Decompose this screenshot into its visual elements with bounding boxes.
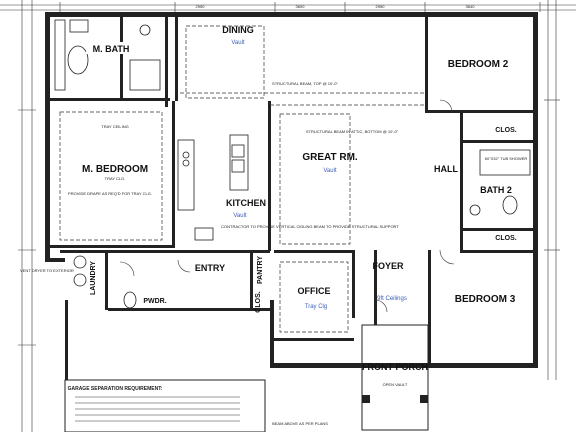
room-closet-lower-label: CLOS. (495, 235, 516, 242)
room-office-tag: Tray Clg (305, 304, 327, 310)
dining-tray-outline (185, 25, 265, 99)
m-bath-fixtures (54, 19, 161, 91)
front-porch (361, 324, 429, 431)
room-great-rm-label: GREAT RM. (302, 152, 358, 163)
room-great-rm-tag: Vault (323, 168, 337, 174)
shower-note: 60"X32" TUB SHOWER (485, 156, 528, 161)
room-m-bedroom-label: M. BEDROOM (82, 164, 148, 175)
dryer-vent-note: VENT DRYER TO EXTERIOR (20, 268, 74, 273)
door-swings (119, 99, 455, 313)
tray-ceiling-note: TRAY CEILING (101, 124, 128, 129)
structural-beam-attic-note: STRUCTURAL BEAM IN ATTIC, BOTTOM @ 10'-0… (306, 129, 399, 134)
room-hall-label: HALL (434, 164, 458, 174)
dim-top-4: 3640 (466, 4, 476, 9)
room-dining-label: DINING (222, 25, 254, 35)
left-dimension-line (18, 0, 36, 432)
provide-tray-note: PROVIDE DRAPE AS REQ'D FOR TRAY CLG. (68, 191, 152, 196)
room-bedroom3-label: BEDROOM 3 (455, 294, 516, 305)
room-entry-label: ENTRY (195, 263, 225, 273)
room-foyer-tag: 9ft Ceilings (377, 296, 407, 302)
structural-beam-note: STRUCTURAL BEAM, TOP @ 10'-0" (272, 81, 338, 86)
room-laundry-label: LAUNDRY (90, 261, 97, 295)
room-m-bath-label: M. BATH (93, 44, 130, 54)
beam-above-note: BEAM ABOVE AS PER PLANS (272, 421, 328, 426)
room-bedroom2-label: BEDROOM 2 (448, 59, 509, 70)
dim-top-1: 2950 (196, 4, 206, 9)
kitchen-fixtures (177, 134, 249, 241)
contractor-note: CONTRACTOR TO PROVIDE VERTICAL CEILING B… (221, 224, 399, 229)
open-vault-note: OPEN VAULT (383, 382, 408, 387)
room-pwdr-label: PWDR. (143, 298, 166, 305)
room-front-porch-label: FRONT PORCH (362, 362, 428, 372)
garage-separation-title: GARAGE SEPARATION REQUIREMENT: (68, 386, 163, 392)
room-kitchen-label: KITCHEN (226, 198, 266, 208)
room-bath2-label: BATH 2 (480, 185, 512, 195)
right-dimension-line (544, 0, 560, 380)
room-pantry-label: PANTRY (257, 256, 264, 284)
m-bedroom-tray-outline (59, 111, 163, 241)
room-closet-upper-label: CLOS. (495, 127, 516, 134)
top-dimension-line: 2950 3600 2950 3640 (0, 2, 576, 12)
interior-walls (50, 17, 533, 430)
exterior-walls (45, 12, 538, 368)
room-closet-entry-label: CLOS. (255, 291, 262, 312)
dim-top-2: 3600 (296, 4, 306, 9)
garage-area: GARAGE SEPARATION REQUIREMENT: (64, 379, 266, 432)
laundry-fixtures (73, 255, 137, 309)
room-office-label: OFFICE (298, 286, 331, 296)
room-dining-tag: Vault (231, 40, 245, 46)
room-foyer-label: FOYER (372, 261, 404, 271)
bath2-fixtures (469, 149, 531, 216)
office-tray-outline (279, 261, 349, 333)
m-bedroom-tray-note: TRAY CLG. (105, 176, 126, 181)
room-kitchen-tag: Vault (233, 213, 247, 219)
dim-top-3: 2950 (376, 4, 386, 9)
great-room-vault-outline (279, 113, 351, 245)
